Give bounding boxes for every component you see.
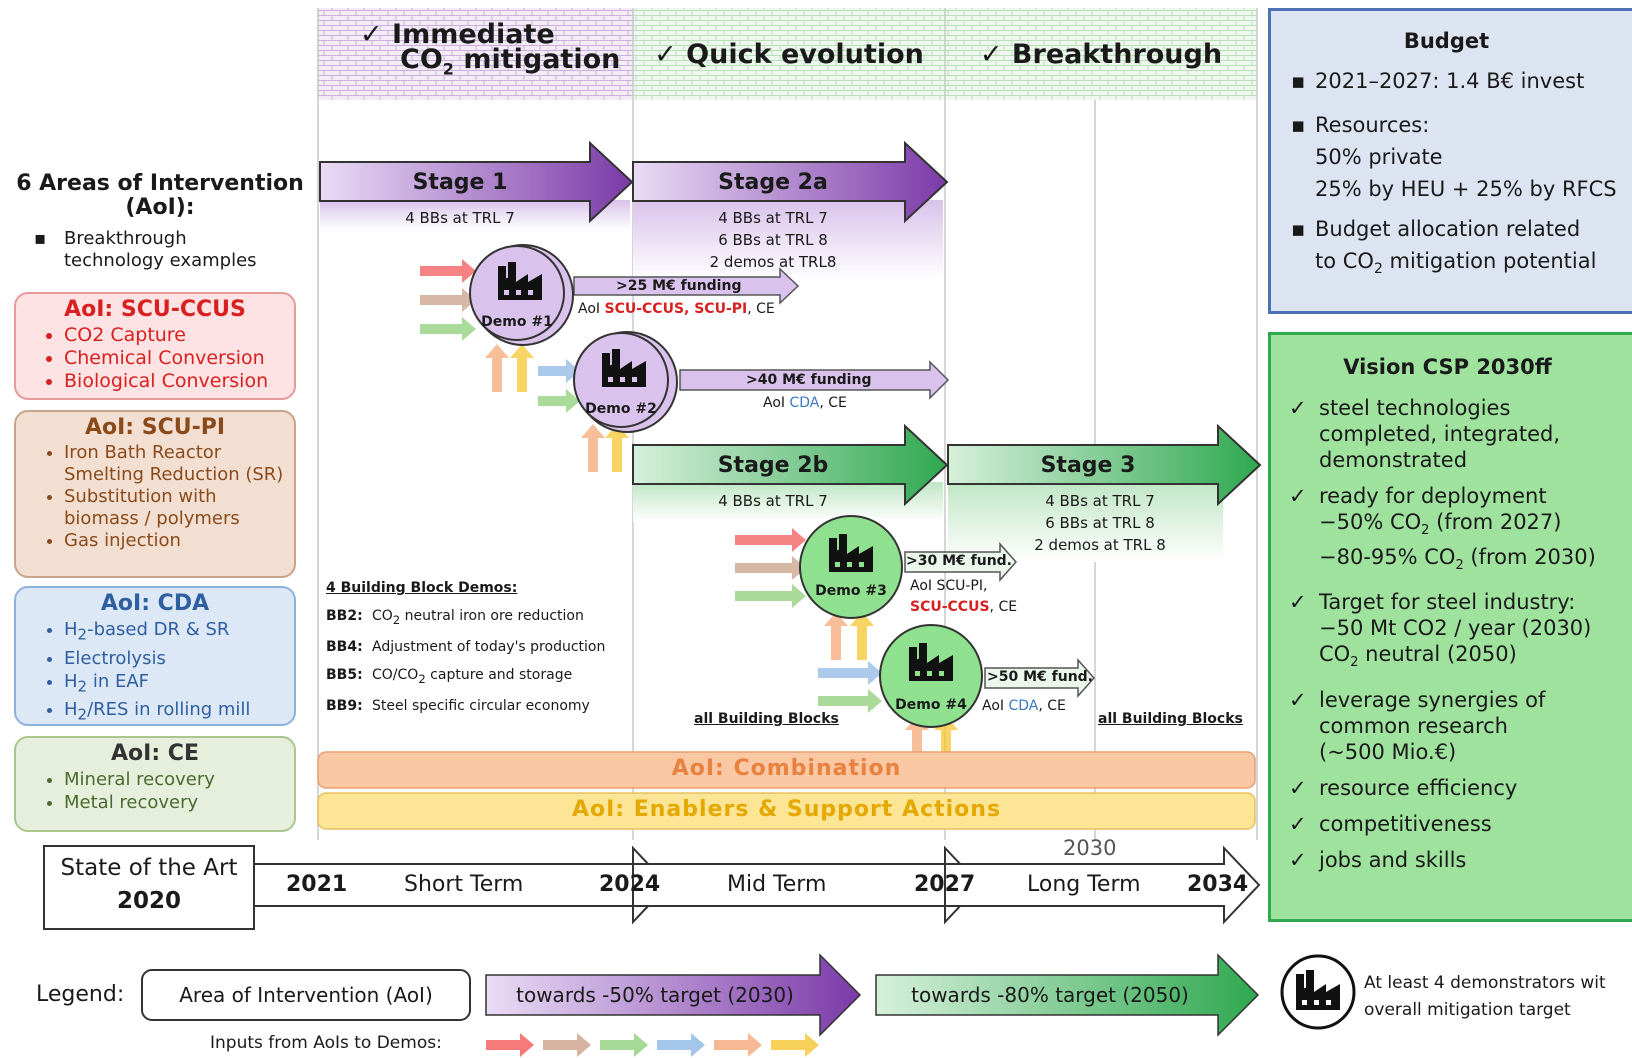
aoi-scu-ccus: AoI: SCU-CCUS CO2 Capture Chemical Conve… xyxy=(14,292,296,400)
legend-inputs: Inputs from AoIs to Demos: xyxy=(210,1033,442,1053)
stage-2b-sub: 4 BBs at TRL 7 xyxy=(718,492,828,510)
aoi-item: Mineral recovery xyxy=(64,768,286,791)
demo-2-aoi: AoI CDA, CE xyxy=(763,395,847,411)
legend-demo-text: At least 4 demonstrators wit overall mit… xyxy=(1364,973,1606,1020)
bb-row: BB5:CO/CO2 capture and storage xyxy=(326,666,573,686)
vision-item: ✓ready for deployment−50% CO2 (from 2027… xyxy=(1289,484,1596,574)
bb-demos: 4 Building Block Demos: BB2:CO2 neutral … xyxy=(326,580,636,714)
demo-3-aoi: AoI SCU-PI,SCU-CCUS, CE xyxy=(910,578,1018,615)
demo-2-label: Demo #2 xyxy=(585,401,657,417)
aoi-scu-pi-title: AoI: SCU-PI xyxy=(84,415,226,440)
aoi-item: Iron Bath Reactor Smelting Reduction (SR… xyxy=(64,442,286,486)
aoi-item: Metal recovery xyxy=(64,791,286,814)
demo-1-aoi: AoI SCU-CCUS, SCU-PI, CE xyxy=(578,301,775,317)
aoi-item: Gas injection xyxy=(64,530,286,552)
aoi-scu-pi: AoI: SCU-PI Iron Bath Reactor Smelting R… xyxy=(14,410,296,578)
state-of-the-art: State of the Art 2020 xyxy=(60,855,238,914)
vision-title: Vision CSP 2030ff xyxy=(1343,355,1552,379)
vision-item: ✓jobs and skills xyxy=(1289,847,1467,872)
stage-2a-sub: 4 BBs at TRL 7 6 BBs at TRL 8 2 demos at… xyxy=(709,209,837,271)
stage-2b-label: Stage 2b xyxy=(717,453,829,478)
stage-3-sub: 4 BBs at TRL 7 6 BBs at TRL 8 2 demos at… xyxy=(1034,492,1166,554)
aoi-cda-title: AoI: CDA xyxy=(100,591,210,616)
budget-box: Budget ▪2021–2027: 1.4 B€ invest ▪Resour… xyxy=(1268,8,1632,314)
header-breakthrough: ✓ Breakthrough xyxy=(979,39,1223,70)
vision-item: ✓competitiveness xyxy=(1289,811,1492,836)
header-quick-evolution: ✓ Quick evolution xyxy=(654,39,924,70)
legend-label: Legend: xyxy=(36,982,125,1007)
aoi-ce-title: AoI: CE xyxy=(111,741,199,766)
demo-4-label: Demo #4 xyxy=(895,697,967,713)
areas-title: 6 Areas of Intervention (AoI): xyxy=(16,171,304,220)
year-2027: 2027 xyxy=(914,872,976,897)
aoi-item: H2/RES in rolling mill xyxy=(64,698,286,727)
demo-3-label: Demo #3 xyxy=(815,583,887,599)
vision-item: ✓Target for steel industry:−50 Mt CO2 / … xyxy=(1289,590,1592,671)
bb-demos-title: 4 Building Block Demos: xyxy=(326,580,518,596)
aoi-item: H2-based DR & SR xyxy=(64,618,286,647)
all-building-blocks-mid: all Building Blocks xyxy=(694,711,839,727)
aoi-item: CO2 Capture xyxy=(64,324,286,347)
demo-4-funding: >50 M€ fund. xyxy=(987,669,1093,685)
aoi-item: Biological Conversion xyxy=(64,370,286,393)
aoi-scu-ccus-title: AoI: SCU-CCUS xyxy=(64,297,246,322)
demo-2-funding: >40 M€ funding xyxy=(746,372,872,388)
stage-3-label: Stage 3 xyxy=(1040,453,1136,478)
demo-3-funding: >30 M€ fund. xyxy=(906,553,1012,569)
demo-4-aoi: AoI CDA, CE xyxy=(982,698,1066,714)
stage-1-label: Stage 1 xyxy=(412,170,508,195)
budget-item: ▪2021–2027: 1.4 B€ invest xyxy=(1291,69,1585,93)
vision-item: ✓resource efficiency xyxy=(1289,775,1518,800)
year-2034: 2034 xyxy=(1187,872,1249,897)
bb-row: BB9:Steel specific circular economy xyxy=(326,697,590,714)
legend-green-arrow: towards -80% target (2050) xyxy=(911,983,1189,1007)
input-arrows xyxy=(420,259,958,755)
term-long: Long Term xyxy=(1027,872,1141,897)
aoi-item: Chemical Conversion xyxy=(64,347,286,370)
legend-aoi-box: Area of Intervention (AoI) xyxy=(179,983,433,1007)
year-2024: 2024 xyxy=(599,872,661,897)
aoi-item: Electrolysis xyxy=(64,647,286,670)
term-short: Short Term xyxy=(404,872,524,897)
all-building-blocks-long: all Building Blocks xyxy=(1098,711,1243,727)
stage-2a-label: Stage 2a xyxy=(718,170,828,195)
bb-row: BB2:CO2 neutral iron ore reduction xyxy=(326,608,584,627)
aoi-enablers-bar: AoI: Enablers & Support Actions xyxy=(571,797,1002,822)
aoi-combination-bar: AoI: Combination xyxy=(671,756,902,781)
areas-bullet: ▪ Breakthrough technology examples xyxy=(34,228,257,271)
aoi-ce: AoI: CE Mineral recovery Metal recovery xyxy=(14,736,296,832)
year-2021: 2021 xyxy=(286,872,348,897)
stage-1-sub: 4 BBs at TRL 7 xyxy=(405,209,515,227)
bb-row: BB4:Adjustment of today's production xyxy=(326,638,606,655)
term-mid: Mid Term xyxy=(727,872,827,897)
legend-purple-arrow: towards -50% target (2030) xyxy=(516,983,794,1007)
aoi-cda: AoI: CDA H2-based DR & SR Electrolysis H… xyxy=(14,586,296,726)
demo-1-funding: >25 M€ funding xyxy=(616,278,742,294)
header-immediate: ✓ Immediate CO2 mitigation xyxy=(360,19,621,79)
demo-1-label: Demo #1 xyxy=(481,314,553,330)
aoi-item: H2 in EAF xyxy=(64,670,286,699)
budget-title: Budget xyxy=(1403,29,1490,53)
aoi-item: Substitution with biomass / polymers xyxy=(64,486,286,530)
year-2030-marker: 2030 xyxy=(1063,836,1117,860)
